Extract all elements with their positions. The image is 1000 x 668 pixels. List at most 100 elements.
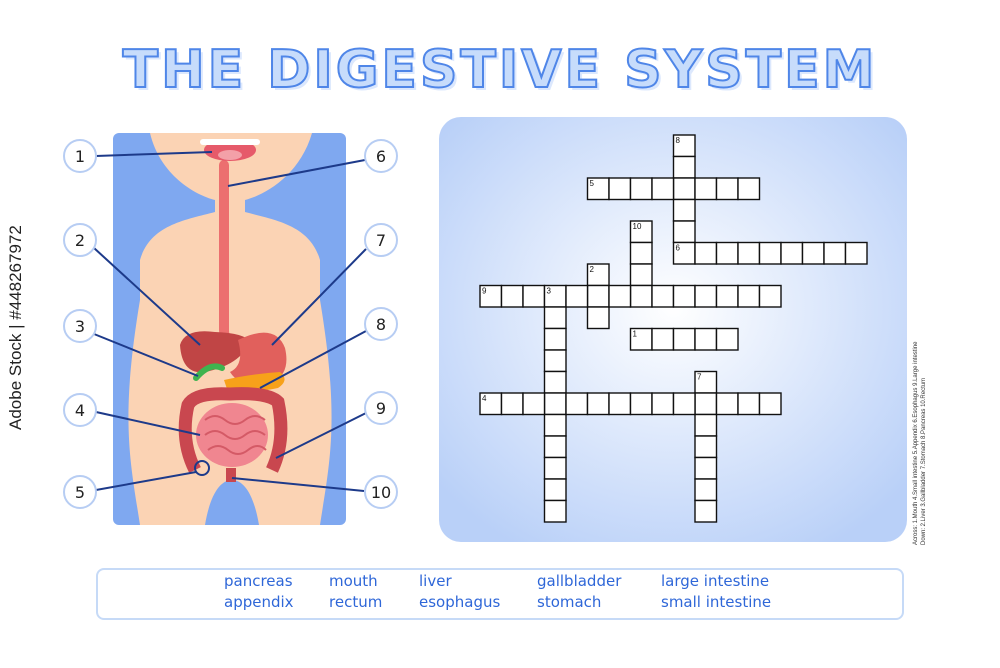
crossword-clue-number: 1 (633, 330, 638, 339)
down-hint: Down: 2.Liver 3.Gallbladder 7.Stomach 8.… (921, 377, 927, 545)
crossword-cell[interactable] (672, 392, 696, 416)
crossword-clue-number: 5 (590, 179, 595, 188)
crossword-cell[interactable] (543, 392, 567, 416)
callout-label: 7 (376, 231, 386, 250)
crossword-cell[interactable] (715, 241, 739, 265)
callout-label: 3 (75, 317, 85, 336)
crossword-cell[interactable] (522, 284, 546, 308)
crossword-clue-number: 9 (482, 287, 487, 296)
gallbladder (193, 363, 225, 381)
crossword-clue-number: 2 (590, 265, 595, 274)
crossword-clue-number: 10 (633, 222, 642, 231)
watermark: Adobe Stock | #448267972 (6, 225, 25, 430)
word-bank-item: liver (419, 572, 452, 590)
crossword-cell[interactable] (543, 349, 567, 373)
crossword-cell[interactable] (586, 392, 610, 416)
word-bank-item: esophagus (419, 593, 501, 611)
crossword-cell[interactable] (737, 284, 761, 308)
crossword-cell[interactable] (715, 284, 739, 308)
crossword-cell[interactable] (629, 177, 653, 201)
crossword-cell[interactable] (694, 413, 718, 437)
page-title: THE DIGESTIVE SYSTEM (122, 39, 878, 101)
crossword-cell[interactable] (608, 177, 632, 201)
crossword-cell[interactable] (694, 241, 718, 265)
callout-markers: 1 2 3 4 5 6 7 8 9 10 (63, 139, 398, 509)
crossword-cell[interactable] (694, 284, 718, 308)
crossword-cell[interactable] (694, 327, 718, 351)
callout-label: 5 (75, 483, 85, 502)
crossword-cell[interactable] (737, 241, 761, 265)
crossword-cell[interactable] (651, 392, 675, 416)
crossword-cell[interactable] (629, 284, 653, 308)
crossword-clue-number: 7 (697, 373, 702, 382)
crossword-cell[interactable] (715, 392, 739, 416)
callout-line-2 (93, 247, 201, 346)
crossword-cell[interactable] (500, 392, 524, 416)
crossword-cell[interactable] (651, 327, 675, 351)
callout-6: 6 (364, 139, 398, 173)
crossword-cell[interactable] (543, 478, 567, 502)
crossword-cell[interactable] (694, 177, 718, 201)
callout-line-3 (93, 333, 199, 377)
crossword-cell[interactable] (694, 478, 718, 502)
callout-line-9 (275, 412, 367, 459)
crossword-cell[interactable] (543, 306, 567, 330)
crossword-cell[interactable] (672, 155, 696, 179)
crossword-cell[interactable] (672, 284, 696, 308)
crossword-cell[interactable] (694, 435, 718, 459)
callout-1: 1 (63, 139, 97, 173)
crossword-cell[interactable] (823, 241, 847, 265)
callout-5: 5 (63, 475, 97, 509)
crossword-cell[interactable] (737, 177, 761, 201)
crossword-cell[interactable] (715, 177, 739, 201)
crossword-cell[interactable] (586, 306, 610, 330)
callout-line-8 (259, 330, 367, 389)
callout-line-6 (227, 159, 366, 187)
crossword-cell[interactable] (629, 392, 653, 416)
crossword-cell[interactable] (737, 392, 761, 416)
crossword-cell[interactable] (522, 392, 546, 416)
crossword-cell[interactable] (543, 435, 567, 459)
crossword-cell[interactable] (758, 241, 782, 265)
stomach (230, 332, 287, 386)
large-intestine (178, 387, 288, 473)
crossword-cell[interactable] (694, 392, 718, 416)
crossword-cell[interactable] (543, 370, 567, 394)
callout-line-5 (95, 471, 197, 491)
anatomy-panel (113, 133, 346, 525)
crossword-cell[interactable] (586, 284, 610, 308)
crossword-cell[interactable] (500, 284, 524, 308)
crossword-cell[interactable] (672, 327, 696, 351)
crossword-cell[interactable] (651, 177, 675, 201)
callout-label: 2 (75, 231, 85, 250)
crossword-cell[interactable] (629, 241, 653, 265)
callout-label: 1 (75, 147, 85, 166)
crossword-cell[interactable] (543, 413, 567, 437)
crossword-cell[interactable] (758, 284, 782, 308)
crossword-cell[interactable] (758, 392, 782, 416)
callout-10: 10 (364, 475, 398, 509)
crossword-cell[interactable] (694, 499, 718, 523)
crossword-cell[interactable] (543, 327, 567, 351)
crossword-cell[interactable] (565, 284, 589, 308)
crossword-cell[interactable] (844, 241, 868, 265)
crossword-cell[interactable] (801, 241, 825, 265)
crossword-cell[interactable] (672, 177, 696, 201)
callout-3: 3 (63, 309, 97, 343)
crossword-cell[interactable] (780, 241, 804, 265)
crossword-cell[interactable] (608, 284, 632, 308)
callout-label: 8 (376, 315, 386, 334)
crossword-cell[interactable] (565, 392, 589, 416)
crossword-cell[interactable] (672, 198, 696, 222)
crossword-cell[interactable] (694, 456, 718, 480)
crossword-cell[interactable] (543, 456, 567, 480)
crossword-cell[interactable] (608, 392, 632, 416)
crossword-cell[interactable] (715, 327, 739, 351)
crossword-cell[interactable] (629, 263, 653, 287)
crossword-cell[interactable] (543, 499, 567, 523)
crossword-cell[interactable] (651, 284, 675, 308)
crossword-cell[interactable] (672, 220, 696, 244)
appendix-marker (194, 460, 210, 476)
